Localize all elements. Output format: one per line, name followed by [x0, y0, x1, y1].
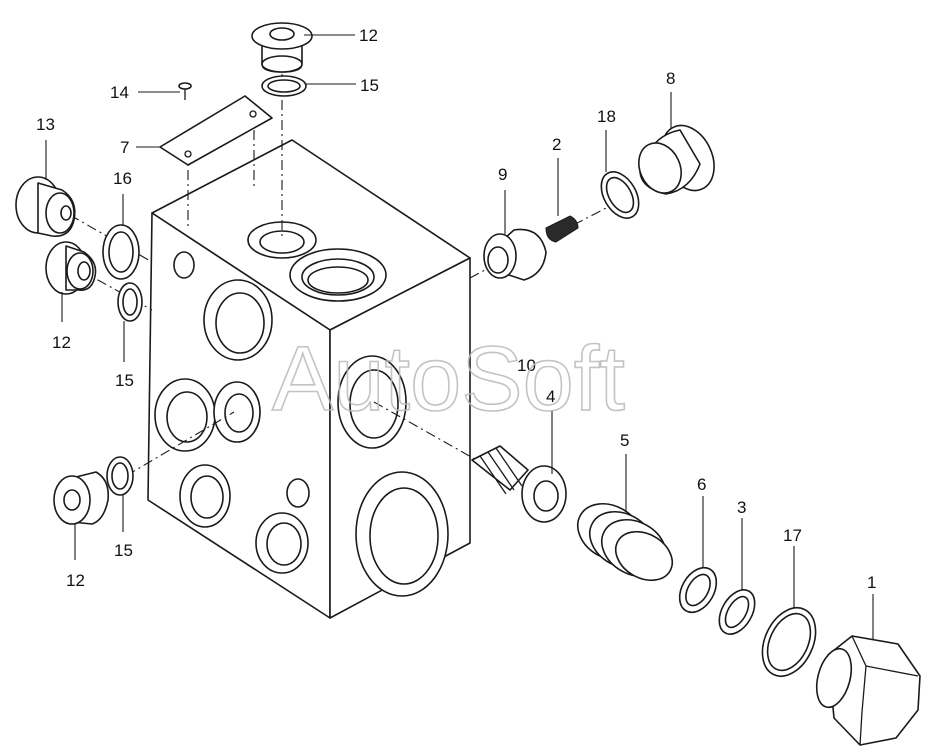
cap-9 [483, 228, 547, 281]
plug-13 [15, 176, 76, 237]
callout-10: 10 [517, 356, 536, 375]
block-right-ports [337, 355, 449, 597]
plug-8 [638, 124, 715, 195]
o-ring-18 [600, 171, 640, 219]
rivet-14 [178, 82, 192, 100]
callout-18: 18 [597, 107, 616, 126]
callout-8: 8 [666, 69, 675, 88]
callout-12-left: 12 [52, 333, 71, 352]
spring-5 [577, 502, 674, 582]
callout-15-bottom: 15 [114, 541, 133, 560]
hex-plug-1 [815, 635, 921, 746]
plug-12-bottom [53, 471, 110, 525]
callout-9: 9 [498, 165, 507, 184]
callout-6: 6 [697, 475, 706, 494]
callout-13: 13 [36, 115, 55, 134]
watermark: AutoSoft [272, 328, 625, 430]
callout-15-left: 15 [115, 371, 134, 390]
callout-15-top: 15 [360, 76, 379, 95]
callout-12-bottom: 12 [66, 571, 85, 590]
callout-12-top: 12 [359, 26, 378, 45]
gasket-17 [761, 607, 817, 677]
o-ring-15-bottom [106, 456, 134, 496]
callout-7: 7 [120, 138, 129, 157]
callout-3: 3 [737, 498, 746, 517]
callout-1: 1 [867, 573, 876, 592]
callout-17: 17 [783, 526, 802, 545]
callout-numbers: 12 15 14 7 13 16 12 15 12 15 9 2 18 8 10… [36, 26, 876, 592]
washer-6 [678, 566, 718, 614]
callout-5: 5 [620, 431, 629, 450]
plug-12-left [45, 241, 97, 295]
block-top-ports [247, 221, 387, 302]
spring-2 [545, 215, 579, 243]
spool-4 [471, 445, 567, 523]
o-ring-15-top [261, 75, 307, 97]
leader-lines [45, 34, 874, 640]
callout-14: 14 [110, 83, 129, 102]
washer-3 [718, 589, 756, 635]
callout-16: 16 [113, 169, 132, 188]
name-plate-7 [159, 95, 273, 166]
plug-12-top [251, 22, 313, 73]
callout-2: 2 [552, 135, 561, 154]
o-ring-16 [102, 224, 140, 280]
o-ring-15-left [117, 282, 143, 322]
callout-4: 4 [546, 387, 555, 406]
block-front-ports [154, 251, 310, 574]
